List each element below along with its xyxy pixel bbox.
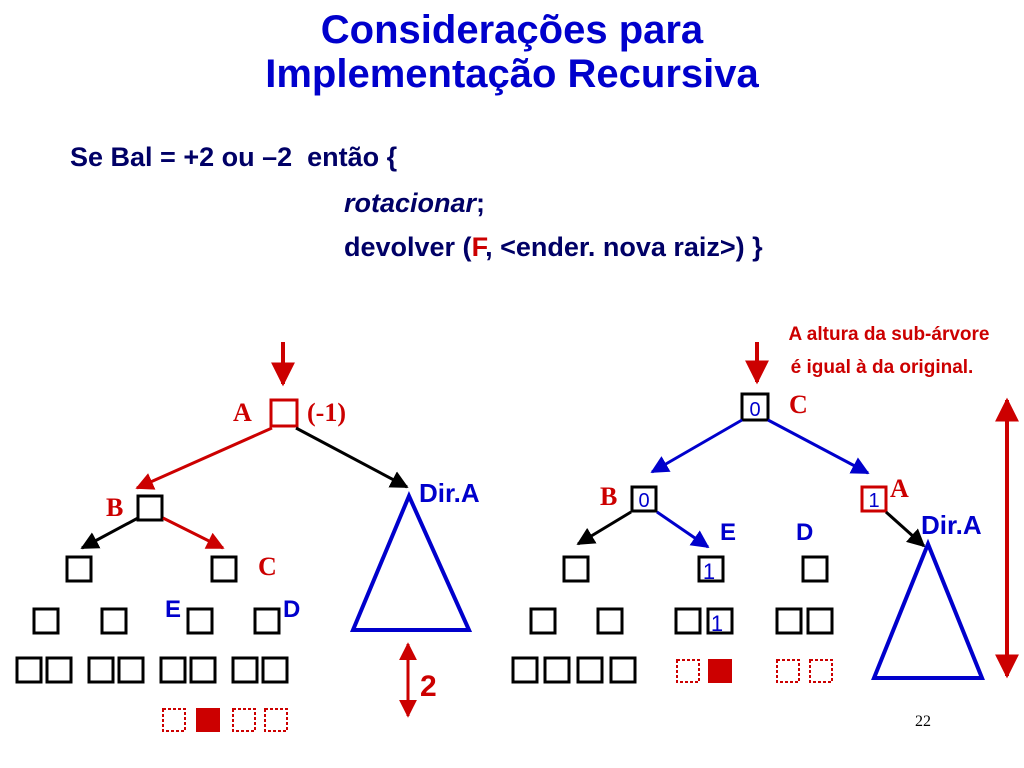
title-line-2: Implementação Recursiva xyxy=(265,52,759,96)
right-label-D: D xyxy=(796,519,813,546)
left-node-D xyxy=(253,607,281,635)
note-line-1: A altura da sub-árvore xyxy=(789,324,990,345)
left-label-A: A xyxy=(233,398,252,427)
right-label-C: C xyxy=(789,390,808,419)
return-flag: F xyxy=(471,232,486,262)
left-node-E xyxy=(186,607,214,635)
right-node-D xyxy=(801,555,829,583)
code-line-1: Se Bal = +2 ou –2 então { xyxy=(70,142,398,172)
left-label-D: D xyxy=(283,596,300,623)
right-level3-row xyxy=(529,607,834,635)
slide-title: Considerações para Implementação Recursi… xyxy=(0,8,1024,96)
right-subtree-triangle xyxy=(871,538,985,680)
left-edge-B-C xyxy=(162,516,225,550)
left-new-leaves xyxy=(162,708,288,732)
right-e-digit-2: 1 xyxy=(711,611,723,636)
right-subtree-label: Dir.A xyxy=(921,510,982,540)
code-line-2: rotacionar; xyxy=(344,188,485,219)
left-label-B: B xyxy=(106,493,123,522)
right-value-B: 0 xyxy=(638,490,649,512)
right-node-E xyxy=(697,555,725,583)
right-edge-B-left xyxy=(576,510,632,546)
right-value-C: 0 xyxy=(749,399,760,421)
page-number: 22 xyxy=(915,713,931,730)
right-label-A: A xyxy=(890,474,909,503)
right-e-digit-1: 1 xyxy=(703,559,715,584)
note-line-2: é igual à da original. xyxy=(791,357,974,378)
return-suffix: , <ender. nova raiz>) } xyxy=(485,232,763,262)
title-line-1: Considerações para xyxy=(320,8,704,52)
left-label-E: E xyxy=(165,596,181,623)
right-node-B xyxy=(630,485,658,513)
left-edge-A-B xyxy=(135,426,273,490)
left-edge-B-left xyxy=(80,516,139,550)
left-node-l2 xyxy=(100,607,128,635)
left-edge-A-dir xyxy=(295,426,409,489)
left-subtree-triangle xyxy=(349,490,473,632)
right-edge-A-dir xyxy=(884,510,926,548)
right-node-B-left xyxy=(562,555,590,583)
return-prefix: devolver ( xyxy=(344,232,472,262)
left-node-A xyxy=(269,398,299,428)
left-node-B xyxy=(136,494,164,522)
left-node-C xyxy=(210,555,238,583)
height-diff-label: 2 xyxy=(420,670,437,703)
rotate-keyword: rotacionar xyxy=(344,188,477,218)
left-node-B-left xyxy=(65,555,93,583)
right-edge-B-E xyxy=(656,510,710,549)
right-inserted-node xyxy=(708,659,732,683)
left-label-C: C xyxy=(258,552,277,581)
left-balance-A: (-1) xyxy=(307,398,346,427)
right-label-B: B xyxy=(600,482,617,511)
code-semicolon: ; xyxy=(476,188,486,218)
right-leaf-row xyxy=(511,656,637,684)
code-line-3: devolver (F, <ender. nova raiz>) } xyxy=(344,232,763,263)
right-new-leaves xyxy=(676,659,833,683)
right-edge-C-A xyxy=(767,418,870,475)
left-inserted-node xyxy=(196,708,220,732)
right-label-E: E xyxy=(720,519,736,546)
left-node-l1 xyxy=(32,607,60,635)
right-node-A xyxy=(860,485,888,513)
left-subtree-label: Dir.A xyxy=(419,478,480,508)
right-edge-C-B xyxy=(650,418,743,474)
right-node-C xyxy=(740,392,770,422)
right-value-A: 1 xyxy=(868,490,879,512)
left-leaf-row xyxy=(15,656,289,684)
